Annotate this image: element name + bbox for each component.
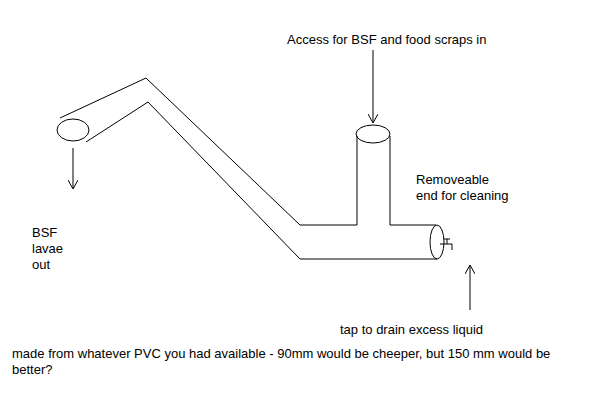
removable-end-label: Removeable end for cleaning [416,172,512,204]
pipe-upper-outline [60,78,357,225]
drain-tap [440,239,452,250]
tap-arrow [470,266,471,310]
access-arrow [373,50,374,122]
outlet-arrow [73,148,74,188]
material-note: made from whatever PVC you had available… [12,346,582,378]
access-label: Access for BSF and food scraps in [287,32,547,48]
removable-end-cap [430,225,444,259]
pipe-lower-outline [86,102,437,259]
outlet-label: BSF lavae out [32,225,74,273]
left-outlet-end [57,119,89,141]
tap-label: tap to drain excess liquid [340,322,560,338]
top-access-opening [356,125,390,143]
